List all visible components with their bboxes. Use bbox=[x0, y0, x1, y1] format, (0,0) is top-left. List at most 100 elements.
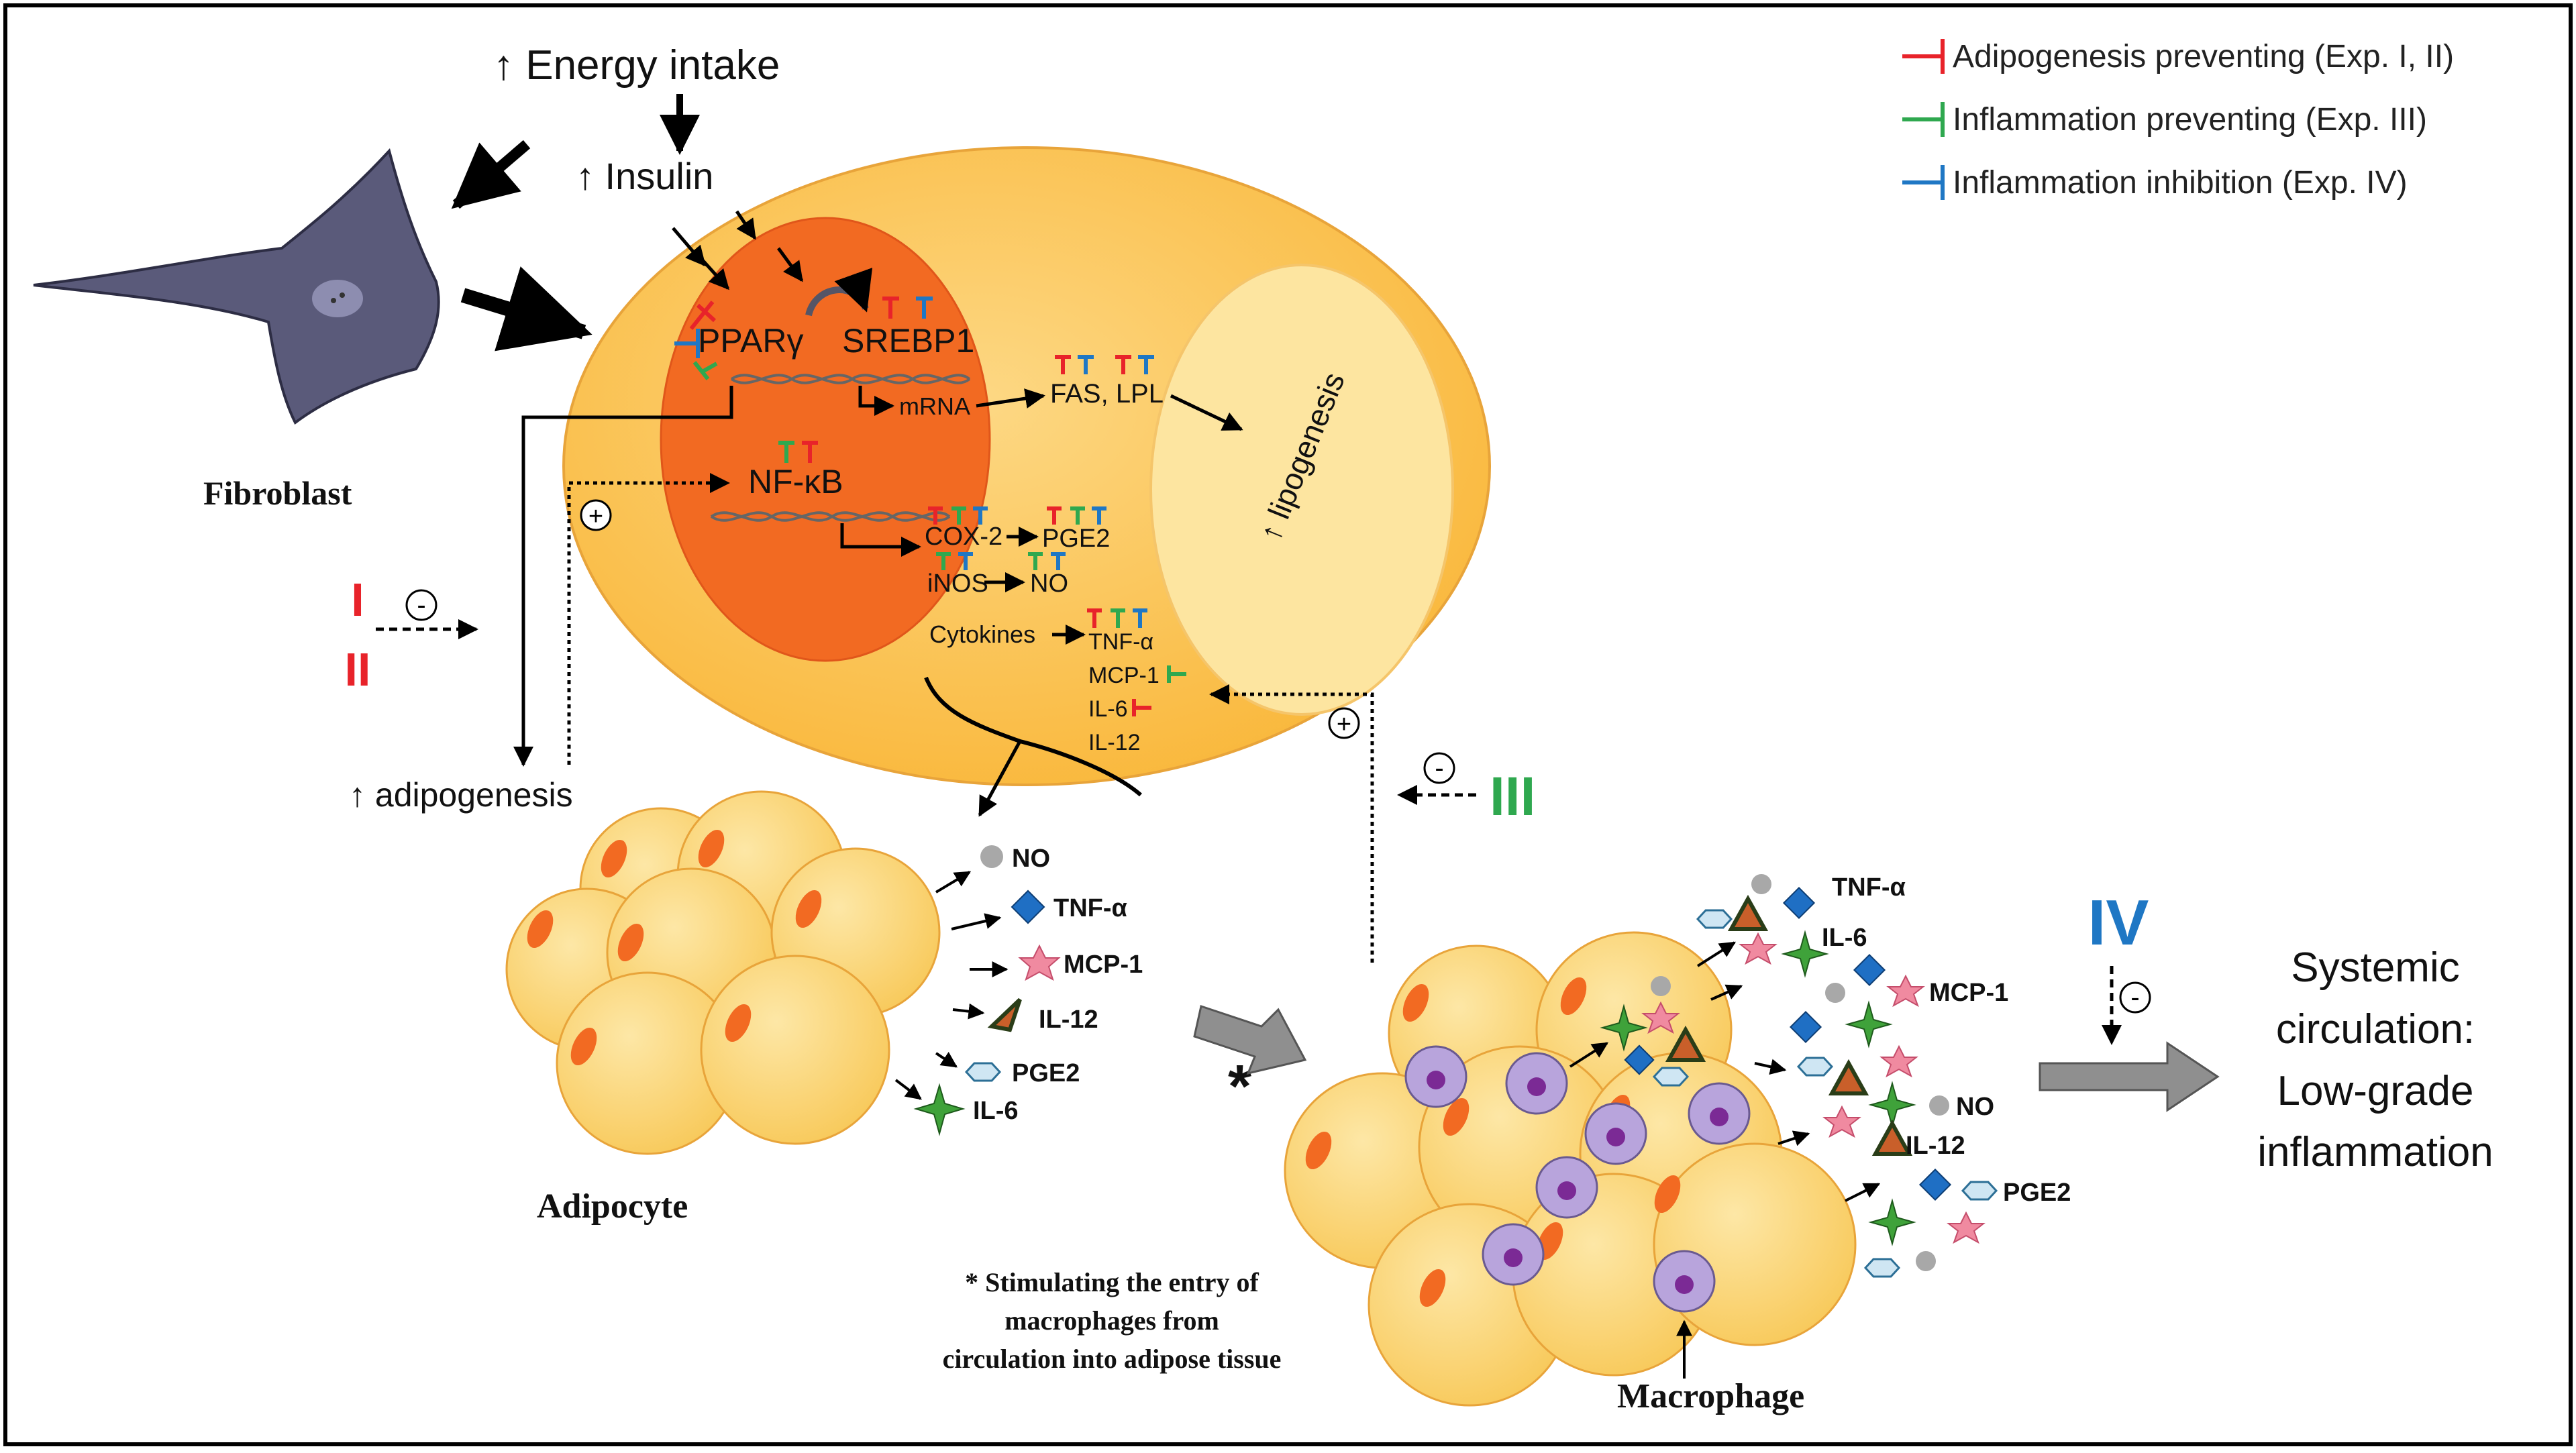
svg-text:+: + bbox=[588, 502, 603, 531]
macrophage-icon bbox=[1535, 1156, 1598, 1219]
mcp1-star-icon bbox=[1886, 974, 1925, 1008]
note-line-2: macrophages from bbox=[1004, 1305, 1219, 1336]
il12-triangle-icon bbox=[1871, 1119, 1913, 1156]
cell-il6-label: IL-6 bbox=[1088, 696, 1128, 722]
insulin-arrows bbox=[672, 210, 804, 290]
tnf-diamond-icon bbox=[1789, 1010, 1822, 1044]
fibroblast-label: Fibroblast bbox=[203, 474, 352, 512]
dna-helix-lower-icon bbox=[710, 511, 951, 522]
tnf-diamond-icon bbox=[1782, 886, 1816, 920]
fas-inhibitor-icons bbox=[1055, 355, 1154, 374]
brace-to-adipocytes-arrow bbox=[978, 740, 1022, 817]
note-line-1: * Stimulating the entry of bbox=[965, 1267, 1259, 1297]
srebp1-red-inhibitor-icon bbox=[882, 297, 899, 319]
il6-star-icon bbox=[1868, 1198, 1916, 1246]
fas-lpl-label: FAS, LPL bbox=[1050, 379, 1164, 409]
minus-sign-exp-iii-icon: - bbox=[1423, 752, 1455, 784]
cox2-label: COX-2 bbox=[925, 523, 1002, 551]
pge2-label: PGE2 bbox=[1042, 525, 1110, 553]
cytokines-label: Cytokines bbox=[929, 621, 1035, 648]
macrophage-feedback-arrow bbox=[1209, 684, 1374, 963]
fas-to-lipogenesis-arrow bbox=[1170, 394, 1243, 431]
macrophage-icon bbox=[1584, 1102, 1647, 1165]
macrophage-icon bbox=[1653, 1250, 1716, 1313]
lipid-droplet bbox=[1149, 264, 1454, 716]
adipocyte-secretion-arrows bbox=[894, 871, 1009, 1100]
inos-inhibitor-icons bbox=[936, 552, 1066, 570]
svg-text:-: - bbox=[2130, 983, 2139, 1012]
no-dot-icon bbox=[1651, 976, 1671, 996]
legend-blue-label: Inflammation inhibition (Exp. IV) bbox=[1953, 165, 2408, 201]
adipocyte-pge2-label: PGE2 bbox=[1012, 1059, 1080, 1087]
macrophage-cells bbox=[1404, 1045, 1751, 1313]
plus-sign-upper-icon: + bbox=[580, 499, 612, 531]
no-dot-icon bbox=[1916, 1251, 1936, 1271]
cox2-inhibitor-icons bbox=[928, 506, 1106, 525]
mcp1-green-inhibitor-icon bbox=[1167, 665, 1186, 683]
experiment-iv-label: IV bbox=[2088, 887, 2149, 959]
mcp1-star-icon bbox=[1822, 1105, 1861, 1138]
adipocyte-no-marker-icon bbox=[980, 845, 1003, 868]
no-label: NO bbox=[1030, 570, 1068, 598]
tnf-inhibitor-icons bbox=[1087, 608, 1147, 628]
experiment-i-label: I bbox=[351, 574, 364, 626]
svg-text:-: - bbox=[1435, 753, 1443, 783]
macrophage-il6-label: IL-6 bbox=[1822, 924, 1867, 952]
il6-star-icon bbox=[1845, 1000, 1893, 1048]
insulin-label: ↑ Insulin bbox=[576, 155, 713, 197]
no-dot-icon bbox=[1825, 983, 1845, 1003]
energy-to-fibroblast-arrow bbox=[451, 140, 531, 209]
no-dot-icon bbox=[1929, 1095, 1949, 1116]
pge2-hexagon-icon bbox=[1796, 1057, 1834, 1077]
macrophage-pge2-label: PGE2 bbox=[2003, 1179, 2071, 1207]
inos-label: iNOS bbox=[927, 570, 988, 598]
macrophage-label: Macrophage bbox=[1617, 1377, 1804, 1415]
il6-star-icon bbox=[1781, 930, 1829, 978]
pge2-hexagon-icon bbox=[1652, 1067, 1690, 1087]
minus-sign-exp-iv-icon: - bbox=[2119, 981, 2151, 1014]
mcp1-star-icon bbox=[1739, 932, 1778, 965]
fibroblast-cell-icon bbox=[33, 148, 440, 425]
minus-sign-exp-i-icon: - bbox=[405, 589, 437, 621]
nfkb-to-cox2-arrow bbox=[840, 523, 921, 557]
mcp1-star-icon bbox=[1947, 1211, 1986, 1244]
no-dot-icon bbox=[1751, 874, 1771, 894]
macrophage-icon bbox=[1404, 1045, 1467, 1108]
asterisk-label: * bbox=[1228, 1053, 1251, 1120]
mcp1-star-icon bbox=[1641, 1001, 1680, 1034]
experiment-iii-label: III bbox=[1490, 766, 1535, 827]
tnf-diamond-icon bbox=[1918, 1168, 1952, 1201]
adipocyte-il12-label: IL-12 bbox=[1039, 1006, 1098, 1034]
pge2-hexagon-icon bbox=[1961, 1181, 1998, 1201]
macrophage-mcp1-label: MCP-1 bbox=[1929, 979, 2008, 1007]
experiment-ii-label: II bbox=[345, 643, 371, 696]
srebp-loop-arrow bbox=[805, 268, 873, 317]
macrophage-icon bbox=[1505, 1052, 1568, 1115]
macrophage-il12-label: IL-12 bbox=[1906, 1132, 1965, 1160]
systemic-line-3: Low-grade bbox=[2277, 1068, 2474, 1114]
pge2-hexagon-icon bbox=[1696, 909, 1733, 929]
il12-triangle-icon bbox=[1665, 1025, 1706, 1062]
legend-green-label: Inflammation preventing (Exp. III) bbox=[1953, 102, 2427, 138]
il6-red-inhibitor-icon bbox=[1132, 699, 1151, 716]
adipocyte-il12-triangle-icon bbox=[987, 998, 1022, 1032]
cell-il12-label: IL-12 bbox=[1088, 730, 1141, 755]
macrophage-area-markers bbox=[1600, 874, 1998, 1278]
srebp1-label: SREBP1 bbox=[842, 322, 974, 360]
systemic-line-4: inflammation bbox=[2257, 1129, 2493, 1175]
systemic-line-2: circulation: bbox=[2276, 1006, 2475, 1053]
adipocyte-il6-label: IL-6 bbox=[973, 1097, 1019, 1125]
mcp1-star-icon bbox=[1879, 1044, 1918, 1078]
ppar-gamma-label: PPARγ bbox=[698, 322, 803, 360]
srebp1-blue-inhibitor-icon bbox=[916, 297, 933, 319]
adipocyte-mcp1-label: MCP-1 bbox=[1064, 951, 1143, 979]
il6-star-icon bbox=[1600, 1004, 1648, 1052]
ppar-blue-inhibitor-icon bbox=[674, 329, 700, 358]
legend-green-inhibitor-icon bbox=[1902, 102, 1945, 137]
plus-sign-lower-icon: + bbox=[1328, 707, 1360, 739]
macrophage-icon bbox=[1482, 1223, 1545, 1286]
systemic-arrow-icon bbox=[2039, 1041, 2220, 1112]
adipocyte-il6-star-icon bbox=[913, 1083, 966, 1136]
